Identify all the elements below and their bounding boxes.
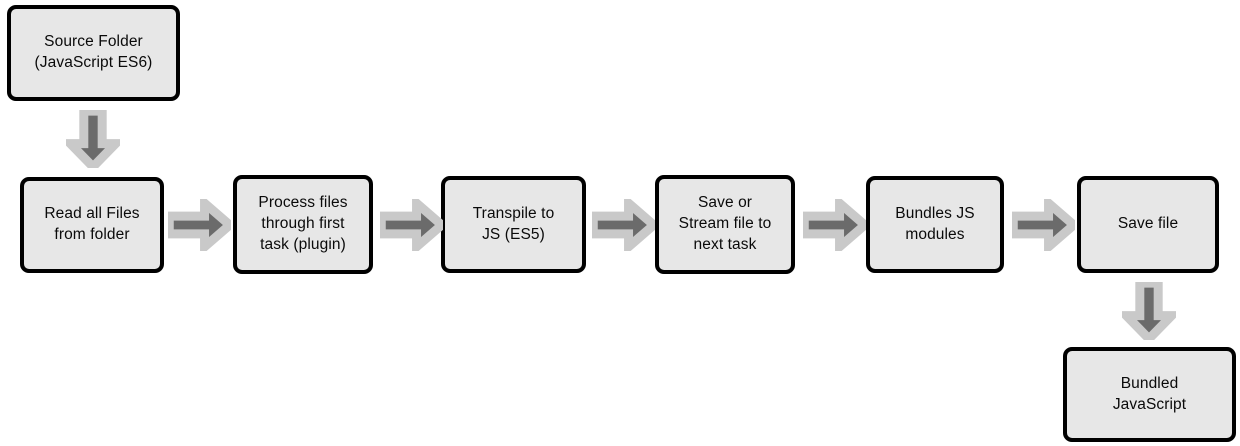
- flow-node-label: Bundled JavaScript: [1112, 374, 1187, 413]
- arrow-savefile-to-bundled: [1122, 282, 1176, 340]
- arrow-read-to-process: [168, 199, 231, 251]
- arrow-bundles-to-savefile: [1012, 199, 1075, 251]
- flow-node-save-file[interactable]: Save file: [1077, 176, 1219, 273]
- flow-node-process-files[interactable]: Process files through first task (plugin…: [233, 175, 373, 274]
- flow-node-label: Process files through first task (plugin…: [258, 194, 348, 253]
- flow-node-label: Save or Stream file to next task: [678, 194, 772, 253]
- flow-node-save-or-stream[interactable]: Save or Stream file to next task: [655, 175, 795, 274]
- flow-node-read-all-files[interactable]: Read all Files from folder: [20, 177, 164, 273]
- flow-node-source-folder[interactable]: Source Folder (JavaScript ES6): [7, 5, 180, 101]
- flow-node-label: Transpile to JS (ES5): [472, 204, 555, 243]
- arrow-transpile-to-save: [592, 199, 655, 251]
- flow-node-label: Read all Files from folder: [44, 205, 140, 243]
- flow-node-bundled-js[interactable]: Bundled JavaScript: [1063, 347, 1236, 442]
- flow-node-bundles-js[interactable]: Bundles JS modules: [866, 176, 1004, 273]
- arrow-save-to-bundles: [803, 199, 866, 251]
- flow-node-transpile-to-js[interactable]: Transpile to JS (ES5): [441, 176, 586, 273]
- flow-node-label: Bundles JS modules: [895, 204, 975, 243]
- flow-node-label: Source Folder (JavaScript ES6): [34, 33, 153, 71]
- arrow-source-to-read: [66, 110, 120, 168]
- arrow-process-to-transpile: [380, 199, 443, 251]
- flow-node-label: Save file: [1117, 215, 1179, 233]
